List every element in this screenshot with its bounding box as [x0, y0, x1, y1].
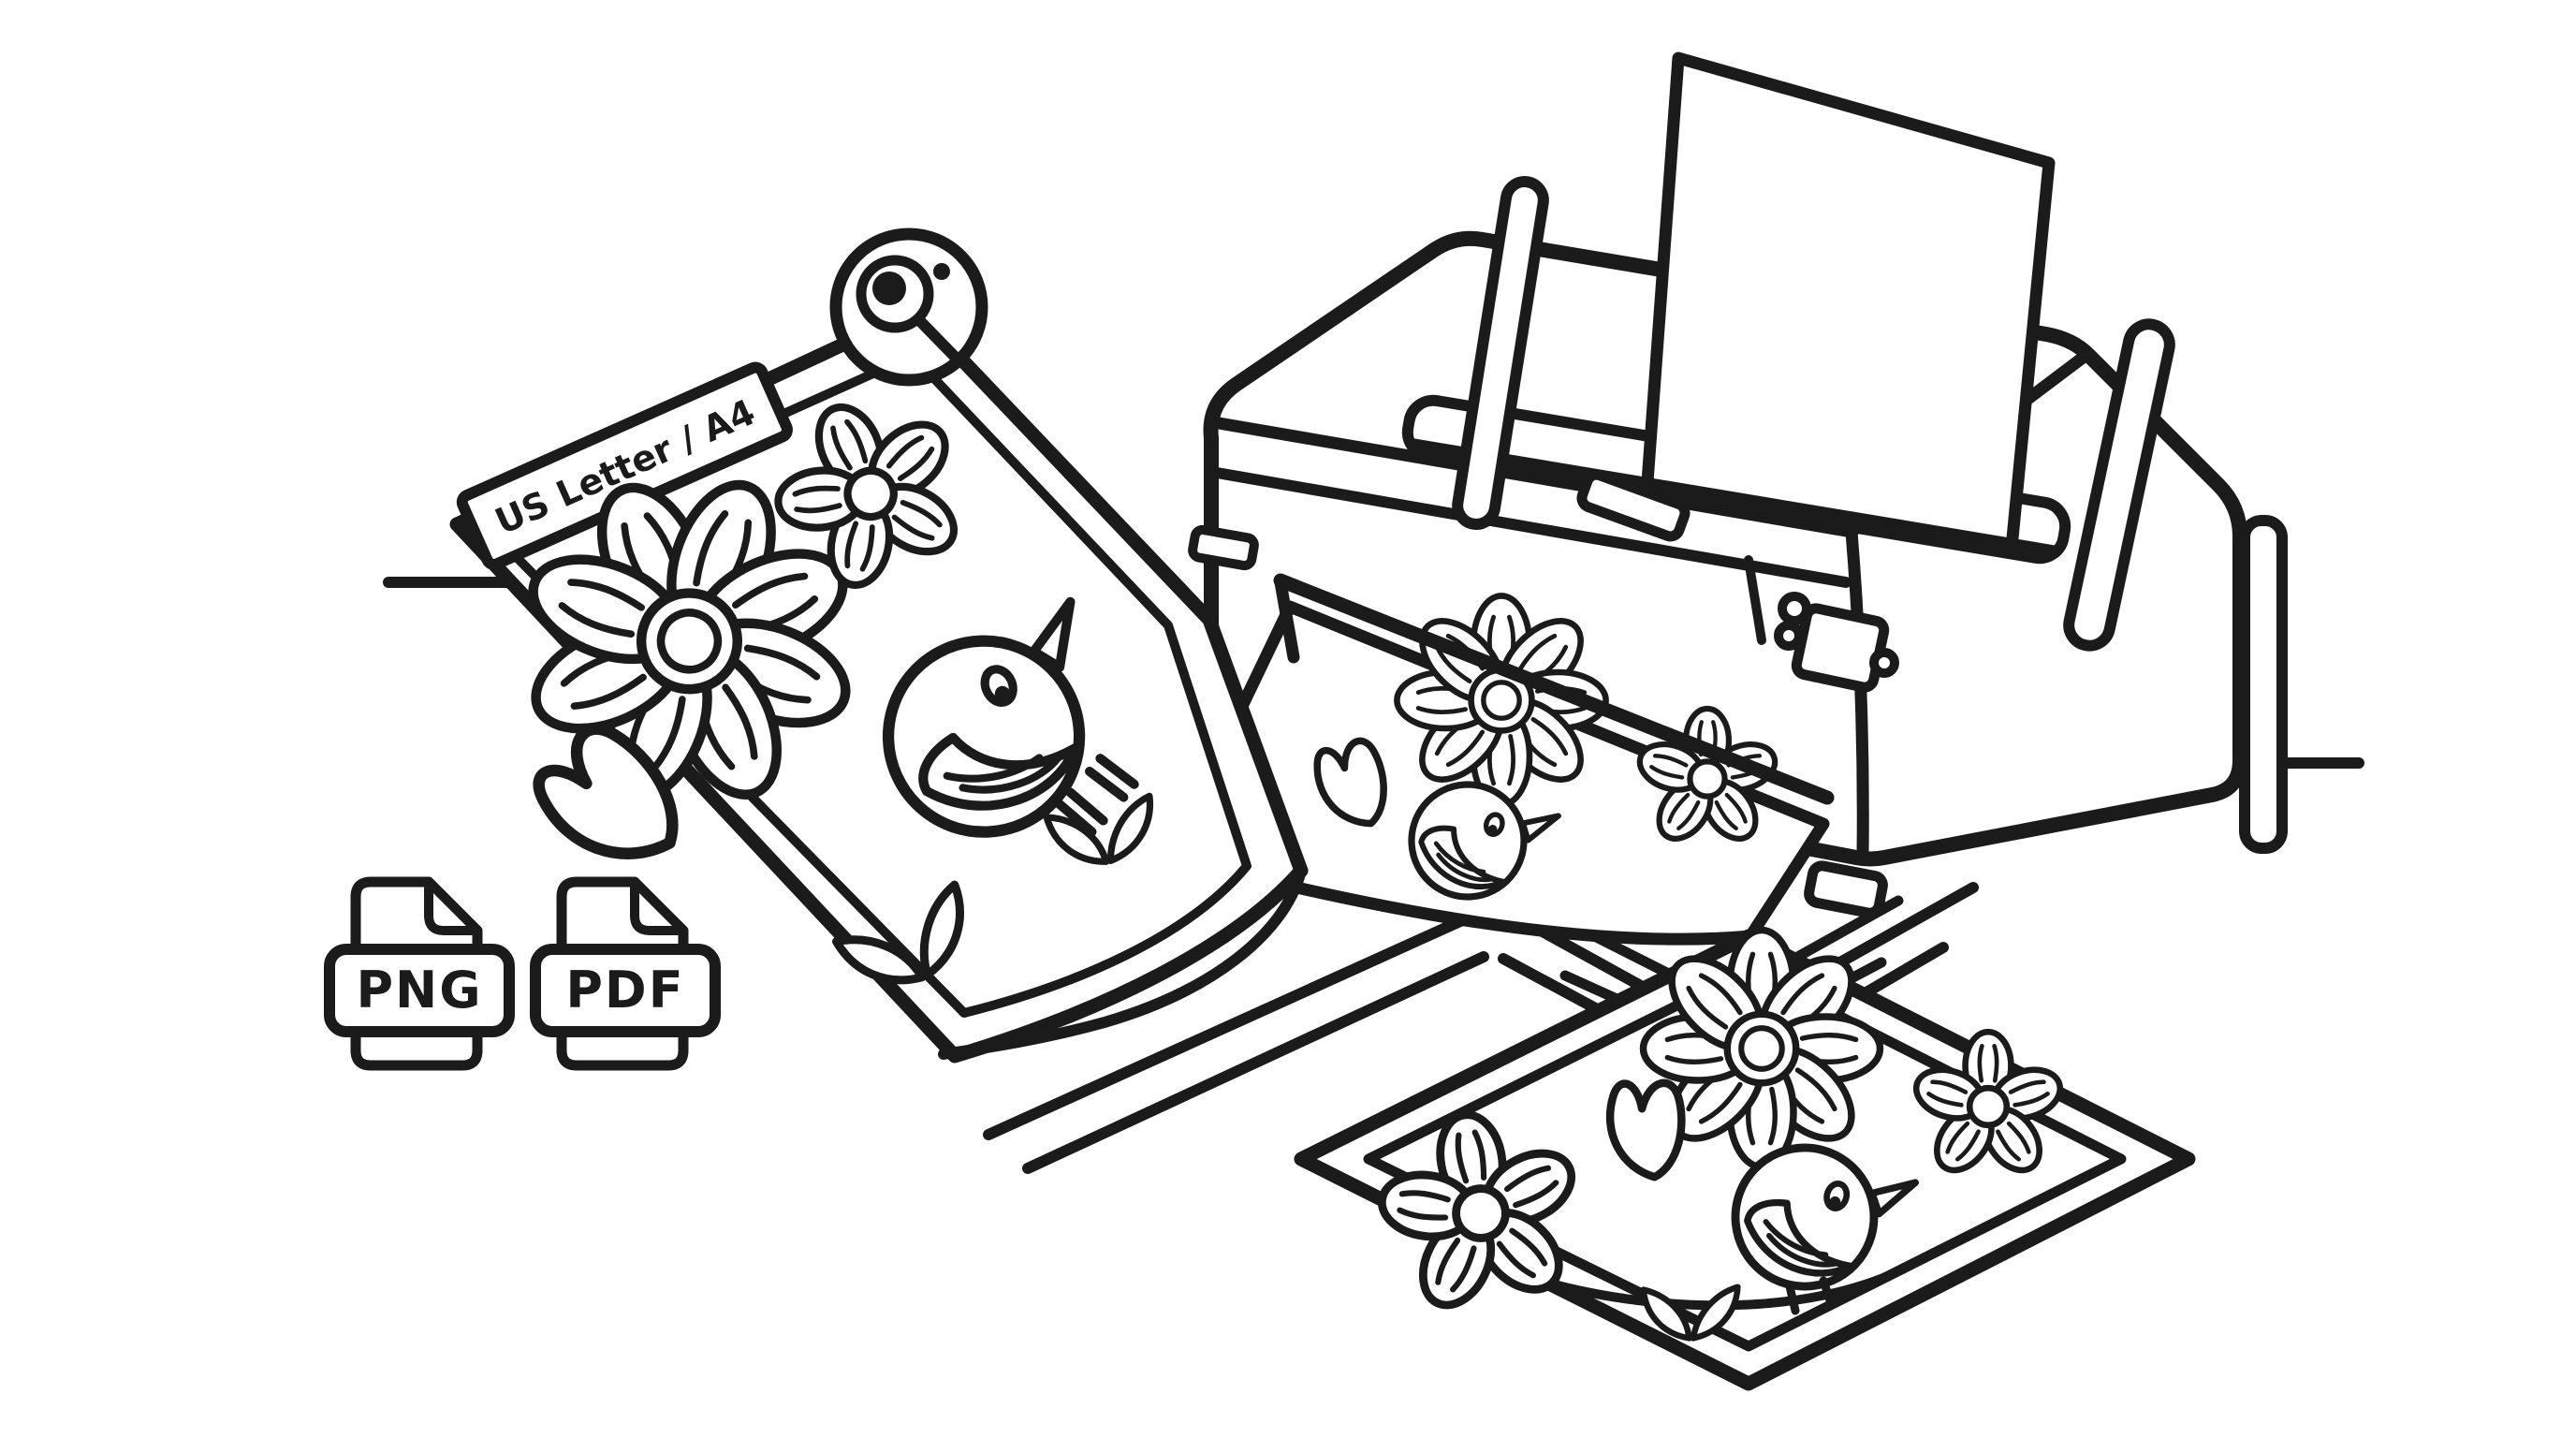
bird-legs: [1785, 1276, 1836, 1315]
sheet-inner-border: [1363, 964, 2127, 1352]
panel-divider: [1744, 555, 1766, 645]
flat-printed-sheet: [1294, 931, 2196, 1391]
bird-legs: [1054, 754, 1139, 837]
pdf-file-icon: PDF: [530, 876, 721, 1071]
pdf-label: PDF: [565, 961, 684, 1020]
paper-guide-right: [2063, 318, 2175, 652]
lid-slot: [1576, 469, 1690, 542]
printer-front-right-ridge: [1845, 525, 1869, 860]
front-button: [1804, 860, 1888, 918]
front-left-slot: [1188, 524, 1259, 571]
output-slot-jamb: [1274, 576, 1300, 664]
side-tray: [2239, 515, 2288, 854]
png-label: PNG: [356, 961, 482, 1020]
control-panel: [1744, 555, 1899, 693]
magnifier-icon: [829, 227, 988, 387]
printer-screen: [1791, 603, 1890, 693]
branch-drawing: [1549, 1261, 1914, 1311]
png-file-icon: PNG: [324, 876, 515, 1071]
foreground-coloring-sheet: US Letter / A4: [449, 303, 1309, 1064]
sheet-inner-border: [496, 351, 1251, 1018]
feed-slot-front-edge: [1406, 438, 2057, 556]
output-slot-lip: [1273, 573, 1835, 805]
panel-button: [1869, 648, 1899, 678]
printer-lid-seam: [1211, 467, 1852, 588]
blank-paper: [1641, 51, 2056, 545]
paper-guide-left: [1452, 176, 1549, 530]
page-curl: [938, 865, 1307, 1060]
